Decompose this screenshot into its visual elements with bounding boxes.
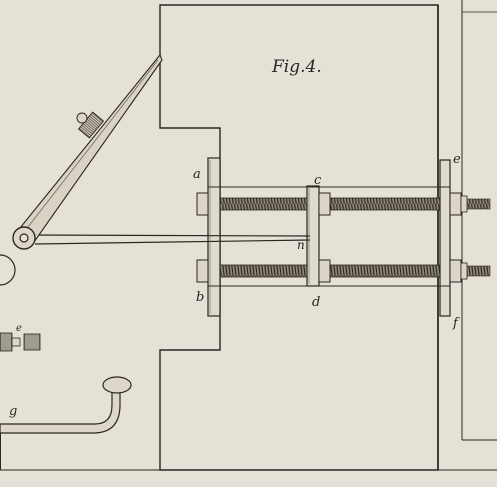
right-plate [439,159,451,317]
wheel-edge [0,254,16,286]
nut-e-right [449,192,462,216]
left-plate [207,157,221,317]
label-e: e [453,152,461,167]
label-d: d [312,295,320,310]
lower-screw-left [219,264,308,278]
part-e-block [0,332,13,352]
label-c: c [314,173,322,188]
nut-d-right [318,259,331,283]
needle-shading [23,59,159,233]
lower-screw-right [318,264,441,278]
upper-screw-right [318,197,441,211]
clamp-thumbscrew [76,112,88,124]
nut-f-end [460,262,468,280]
label-e-small: e [16,323,22,334]
handle-knob [102,376,132,394]
nut-a-left [196,192,209,216]
nut-b-left [196,259,209,283]
pivot-pin [19,233,29,243]
figure-title: Fig.4. [271,57,322,77]
part-e-knob [23,333,41,351]
part-e-nut [11,337,21,347]
upper-screw-left [219,197,308,211]
label-b: b [196,290,204,305]
pointer-arm-top [27,234,311,237]
label-g: g [9,404,17,419]
label-n: n [297,238,305,252]
label-f: f [452,316,460,331]
nut-f-right [449,259,462,283]
nut-c-right [318,192,331,216]
pointer-arm-bottom [34,239,311,245]
label-a: a [193,167,201,182]
nut-e-end [460,195,468,213]
